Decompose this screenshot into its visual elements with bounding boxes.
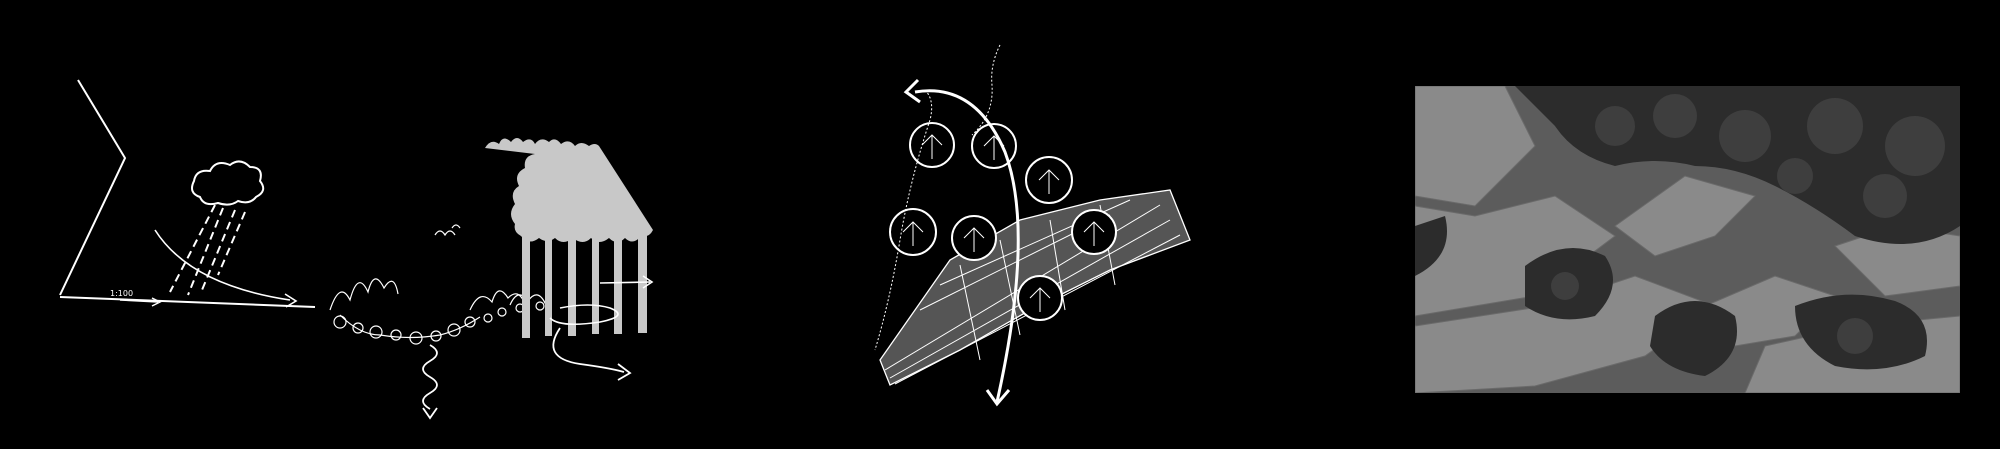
flow-arrow [119,299,159,303]
tree-trunks [522,228,647,338]
tree-canopy [485,138,653,242]
infiltration-swirl [549,304,619,326]
aerial-photo-image [1415,86,1960,393]
swale-vegetation [329,278,547,345]
aerial-photo [1415,86,1960,393]
canopy-plan-sketch [874,44,1191,407]
movement-arrow [914,89,1020,403]
rain-cloud-icon [191,160,265,206]
runoff-curve [154,229,291,301]
infiltration-arrow [422,344,438,410]
stormwater-sketch: 1:100 [59,79,654,420]
roof-outline [59,79,127,296]
rain-lines [169,204,246,296]
stormwater-sketch-panel: 1:100 [40,60,720,430]
slope-label: 1:100 [110,289,133,298]
ground-line [59,296,316,308]
canopy-plan-sketch-panel [860,40,1220,420]
